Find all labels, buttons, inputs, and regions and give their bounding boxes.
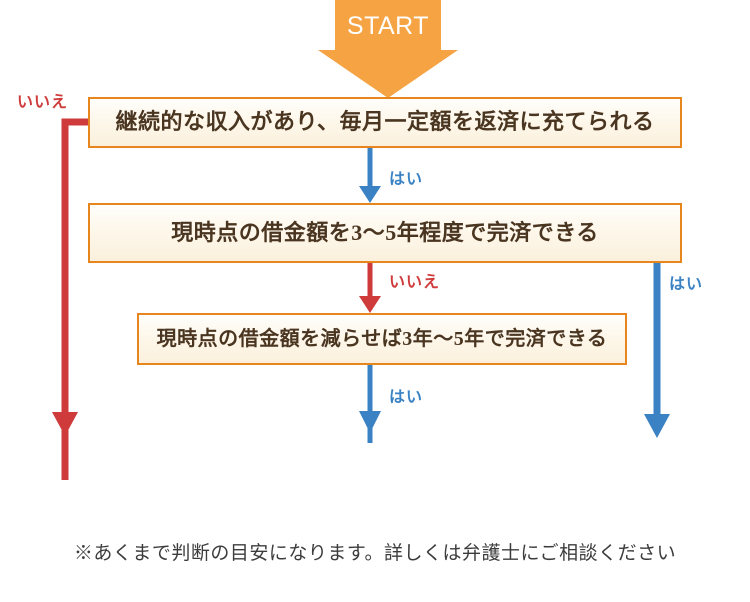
edge-label-q2-yes: はい [669, 276, 704, 293]
edge-label-q2-no: いいえ [389, 274, 441, 291]
edge-q1-yes [359, 148, 381, 203]
edge-label-q1-no: いいえ [17, 94, 69, 111]
edge-q1-no [52, 118, 88, 480]
decision-box-3[interactable]: 現時点の借金額を減らせば3年～5年で完済できる [137, 313, 627, 365]
edge-q3-yes [359, 365, 381, 443]
edge-label-q3-yes: はい [389, 389, 424, 406]
edge-q2-yes [644, 263, 670, 438]
decision-box-2[interactable]: 現時点の借金額を3～5年程度で完済できる [88, 203, 682, 263]
edge-q2-no [359, 263, 381, 313]
edge-label-q1-yes: はい [389, 171, 424, 188]
start-label: START [346, 12, 430, 40]
footnote-text: ※あくまで判断の目安になります。詳しくは弁護士にご相談ください [73, 543, 677, 564]
start-arrow-shape [318, 0, 458, 98]
decision-box-1[interactable]: 継続的な収入があり、毎月一定額を返済に充てられる [88, 97, 682, 148]
